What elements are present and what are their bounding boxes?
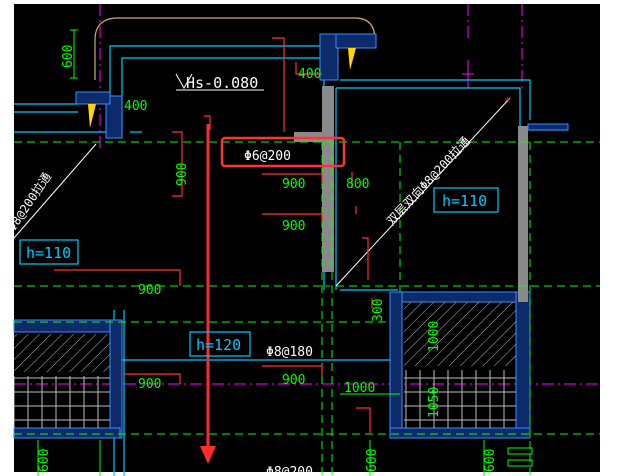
dim-900-f: 900 <box>282 373 305 388</box>
dim-900-c: 900 <box>282 219 305 234</box>
rebar-spec-center: Φ8@180 <box>266 345 313 360</box>
brick-area <box>404 370 516 428</box>
highlight-box <box>220 136 346 168</box>
dim-900-a: 900 <box>175 163 190 186</box>
dim-1000-v: 1000 <box>427 321 442 352</box>
dim-600-bl: 600 <box>37 449 52 472</box>
svg-text:*: * <box>504 95 511 109</box>
slab-h-right: h=110 <box>442 192 487 210</box>
dim-400-b: 400 <box>124 99 147 114</box>
dim-1000-h: 1000 <box>344 381 375 396</box>
hatched-area <box>404 302 516 366</box>
slab-box-left <box>19 239 79 265</box>
dim-900-d: 900 <box>138 283 161 298</box>
rebar-spec-highlighted: Φ6@200 <box>244 149 291 164</box>
dim-600-top: 600 <box>61 45 76 68</box>
elevation-label: Hs-0.080 <box>186 74 258 92</box>
dim-1050: 1050 <box>427 387 442 418</box>
rebar-spec-bottom: Φ8@200 <box>266 465 313 476</box>
column-hatch <box>13 33 569 439</box>
slab-h-left: h=110 <box>26 244 71 262</box>
slab-box-right <box>433 187 499 213</box>
dimension-lines <box>37 29 485 476</box>
dim-900-e: 900 <box>138 377 161 392</box>
rebar-marks <box>54 37 373 434</box>
dim-600-bm: 600 <box>365 449 380 472</box>
dashed-grid <box>14 141 600 476</box>
dim-300: 300 <box>371 299 386 322</box>
diagonal-line <box>335 97 511 287</box>
dim-400-a: 400 <box>298 67 321 82</box>
yellow-marker <box>88 104 96 128</box>
annotation-arrow-head <box>200 446 216 464</box>
wall-outline <box>94 17 376 80</box>
slab-box-center <box>189 331 251 357</box>
brick-area <box>14 376 110 428</box>
dim-600-br: 600 <box>483 449 498 472</box>
dim-900-b: 900 <box>282 177 305 192</box>
dim-800: 800 <box>346 177 369 192</box>
elevation-symbol <box>175 73 193 90</box>
diagonal-line <box>13 143 97 239</box>
hatched-area <box>14 334 110 372</box>
slab-h-center: h=120 <box>196 336 241 354</box>
yellow-marker <box>348 48 356 70</box>
